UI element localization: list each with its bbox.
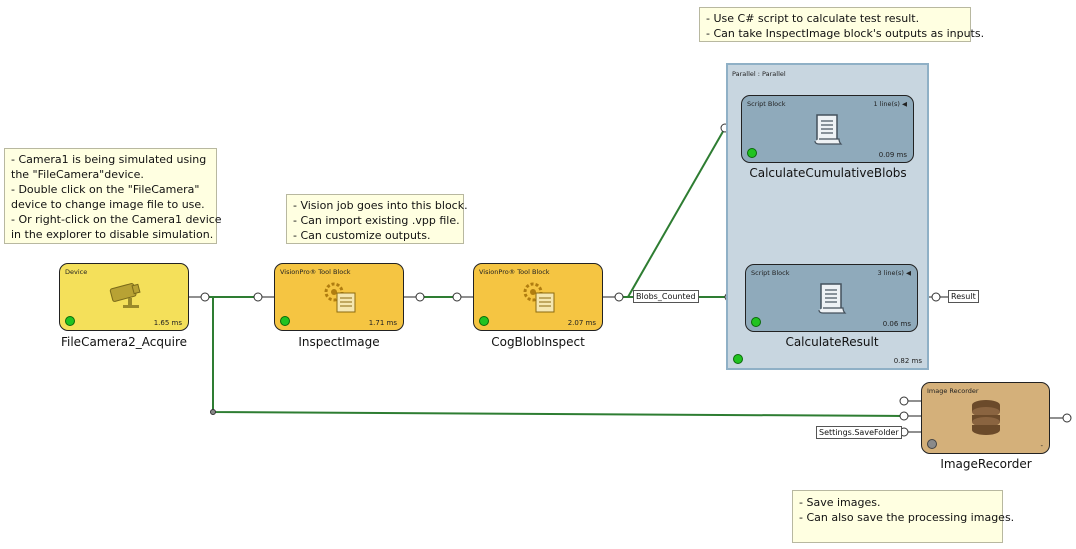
block-filecamera-acquire[interactable]: Device 1.65 ms	[59, 263, 189, 331]
collapse-triangle-icon[interactable]: ◀	[906, 269, 911, 277]
database-icon	[968, 398, 1004, 436]
block-inspectimage[interactable]: VisionPro® Tool Block 1.71 ms	[274, 263, 404, 331]
block-label-calculateresult: CalculateResult	[741, 335, 923, 349]
status-indicator	[479, 316, 489, 326]
block-type-label: VisionPro® Tool Block	[280, 268, 351, 276]
execution-time: 1.71 ms	[369, 319, 397, 327]
block-imagerecorder[interactable]: Image Recorder -	[921, 382, 1050, 454]
note-camera: - Camera1 is being simulated using the "…	[4, 148, 217, 244]
script-scroll-icon	[816, 281, 848, 315]
block-type-label: Script Block	[747, 100, 786, 108]
execution-time: 2.07 ms	[568, 319, 596, 327]
status-indicator	[927, 439, 937, 449]
execution-time: 0.82 ms	[894, 357, 922, 365]
block-type-label: Image Recorder	[927, 387, 979, 395]
execution-time: 0.09 ms	[879, 151, 907, 159]
note-recorder: - Save images. - Can also save the proce…	[792, 490, 1003, 543]
wire-blob-cumulative	[628, 128, 725, 297]
status-indicator	[751, 317, 761, 327]
block-label-imagerecorder: ImageRecorder	[906, 457, 1066, 471]
block-calculatecumulativeblobs[interactable]: Script Block 1 line(s) ◀ 0.09 ms	[741, 95, 914, 163]
port-blob-in	[453, 293, 461, 301]
collapse-triangle-icon[interactable]: ◀	[902, 100, 907, 108]
execution-time: -	[1040, 442, 1043, 450]
gear-document-icon	[520, 279, 558, 315]
port-inspect-in	[254, 293, 262, 301]
port-camera-out	[201, 293, 209, 301]
output-tag-result[interactable]: Result	[948, 290, 979, 303]
port-recorder-in-2	[900, 412, 908, 420]
port-inspect-out	[416, 293, 424, 301]
status-indicator	[65, 316, 75, 326]
line-count: 1 line(s) ◀	[874, 100, 907, 108]
camera-icon	[107, 280, 145, 310]
execution-time: 0.06 ms	[883, 320, 911, 328]
port-recorder-in-1	[900, 397, 908, 405]
port-recorder-out	[1063, 414, 1071, 422]
parallel-title: Parallel : Parallel	[732, 70, 786, 78]
status-indicator	[280, 316, 290, 326]
junction-point	[211, 410, 216, 415]
block-label-inspectimage: InspectImage	[259, 335, 419, 349]
port-blob-out	[615, 293, 623, 301]
block-cogblobinspect[interactable]: VisionPro® Tool Block 2.07 ms	[473, 263, 603, 331]
execution-time: 1.65 ms	[154, 319, 182, 327]
block-label-calculatecumulativeblobs: CalculateCumulativeBlobs	[737, 166, 919, 180]
status-indicator	[747, 148, 757, 158]
output-tag-blobs-counted[interactable]: Blobs_Counted	[633, 290, 699, 303]
input-tag-save-folder[interactable]: Settings.SaveFolder	[816, 426, 902, 439]
block-label-cogblobinspect: CogBlobInspect	[458, 335, 618, 349]
block-type-label: Device	[65, 268, 87, 276]
port-result-out	[932, 293, 940, 301]
status-indicator	[733, 354, 743, 364]
note-vision: - Vision job goes into this block. - Can…	[286, 194, 464, 244]
note-script: - Use C# script to calculate test result…	[699, 7, 971, 42]
block-label-filecamera: FileCamera2_Acquire	[44, 335, 204, 349]
block-type-label: Script Block	[751, 269, 790, 277]
line-count: 3 line(s) ◀	[878, 269, 911, 277]
script-scroll-icon	[812, 112, 844, 146]
block-type-label: VisionPro® Tool Block	[479, 268, 550, 276]
gear-document-icon	[321, 279, 359, 315]
block-calculateresult[interactable]: Script Block 3 line(s) ◀ 0.06 ms	[745, 264, 918, 332]
